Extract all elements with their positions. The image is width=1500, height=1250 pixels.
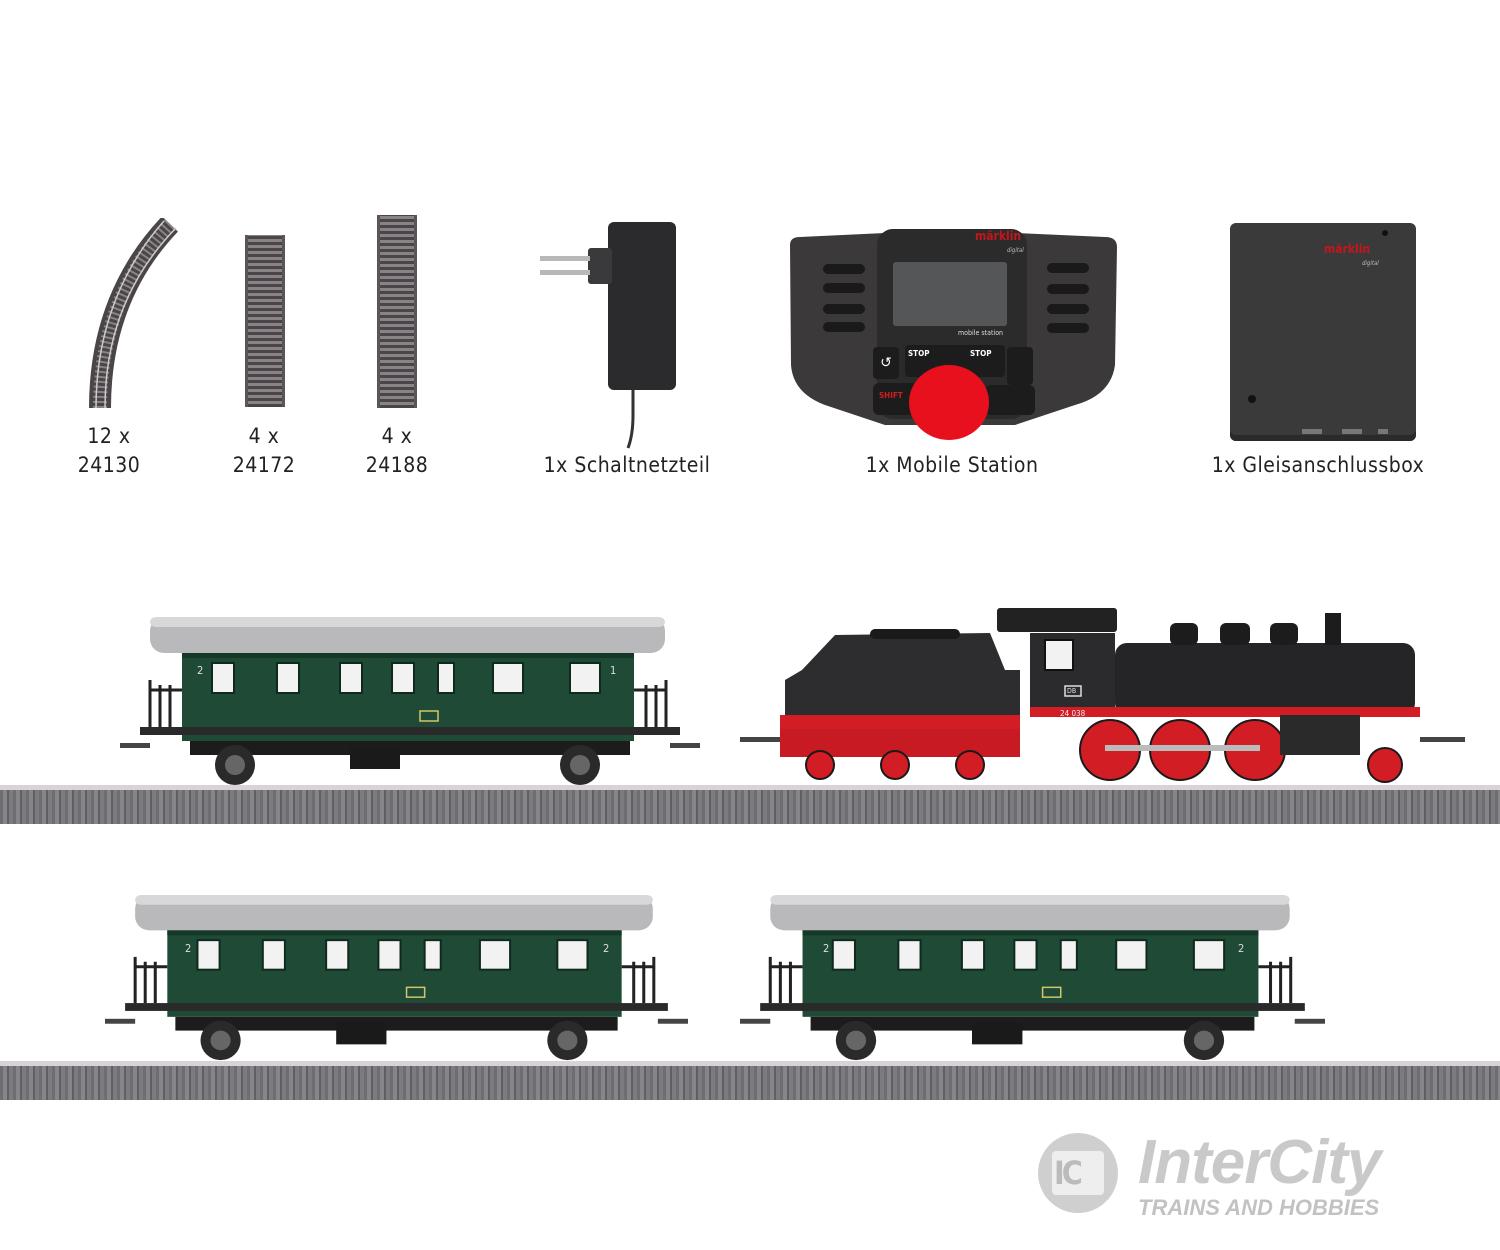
box-brand-logo: märklin xyxy=(1324,242,1371,256)
curved-track-icon xyxy=(89,218,179,409)
brand-logo: märklin xyxy=(975,229,1022,243)
short-straight-track-icon xyxy=(245,235,285,407)
watermark-name: InterCity xyxy=(1138,1128,1381,1197)
passenger-coach-bottom-right: 2 2 xyxy=(740,893,1325,1065)
model-name: mobile station xyxy=(958,329,1004,337)
connector-box: märklin digital xyxy=(1230,223,1416,441)
display-track-bottom xyxy=(0,1061,1500,1100)
port xyxy=(1378,429,1388,434)
shift-button[interactable]: SHIFT xyxy=(879,391,903,400)
emblem-text: IC xyxy=(1054,1154,1083,1192)
port xyxy=(1342,429,1362,434)
intercity-logo-emblem: IC xyxy=(1038,1133,1118,1213)
coach-class-left: 2 xyxy=(197,664,204,677)
mobile-station-label: 1x Mobile Station xyxy=(865,453,1039,477)
mobile-station: ↺ märklin digital mobile station STOP ST… xyxy=(785,225,1121,440)
coach-class-right: 2 xyxy=(1238,942,1245,955)
display-track-top xyxy=(0,785,1500,824)
connector-box-label: 1x Gleisanschlussbox xyxy=(1211,453,1425,477)
track-long-qty: 4 x xyxy=(381,424,413,448)
coach-class-right: 1 xyxy=(610,664,617,677)
brand-sub: digital xyxy=(1007,247,1024,254)
coach-class-left: 2 xyxy=(823,942,830,955)
track-short-number: 24172 xyxy=(232,453,296,477)
passenger-coach-top: 2 1 xyxy=(120,615,700,790)
speed-knob[interactable] xyxy=(909,365,989,440)
track-curved-number: 24130 xyxy=(77,453,141,477)
power-supply-label: 1x Schaltnetzteil xyxy=(543,453,711,477)
box-brand-sub: digital xyxy=(1362,260,1379,267)
loco-number: 24 038 xyxy=(1060,709,1086,718)
power-supply-icon xyxy=(540,222,676,449)
coach-class-right: 2 xyxy=(603,942,610,955)
loco-emblem: DB xyxy=(1067,687,1077,695)
port xyxy=(1302,429,1322,434)
stop-left-button[interactable]: STOP xyxy=(908,349,930,358)
watermark-tagline: TRAINS AND HOBBIES xyxy=(1138,1195,1380,1220)
steam-locomotive: DB 24 038 xyxy=(740,605,1470,790)
track-short-qty: 4 x xyxy=(248,424,280,448)
track-long-number: 24188 xyxy=(365,453,429,477)
long-straight-track-icon xyxy=(377,215,417,408)
coach-class-left: 2 xyxy=(185,942,192,955)
stop-right-button[interactable]: STOP xyxy=(970,349,992,358)
svg-text:↺: ↺ xyxy=(880,355,892,371)
passenger-coach-bottom-left: 2 2 xyxy=(105,893,688,1065)
track-curved-qty: 12 x xyxy=(87,424,131,448)
